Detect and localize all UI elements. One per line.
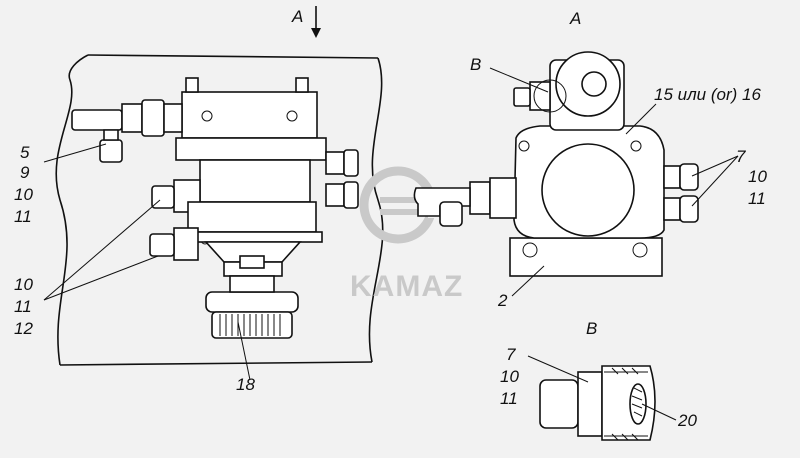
callout-left-upper-10: 10 — [14, 185, 33, 204]
frame-section — [55, 54, 384, 366]
callout-right-side-11: 11 — [748, 189, 766, 208]
callout-right-side-10: 10 — [748, 167, 767, 186]
view-b-marker: B — [470, 55, 481, 74]
callout-right-base-2: 2 — [497, 291, 508, 310]
right-leaders — [489, 67, 739, 297]
callout-left-upper-9: 9 — [20, 163, 30, 182]
left-leaders — [43, 143, 251, 381]
callout-right-top: 15 или (or) 16 — [654, 85, 761, 104]
kamaz-logo-text: KAMAZ — [350, 270, 463, 303]
callout-left-lower-12: 12 — [14, 319, 33, 338]
view-b-title: B — [586, 319, 597, 338]
callout-left-lower-11: 11 — [14, 297, 32, 316]
detail-b — [539, 365, 656, 441]
callout-right-side-7: 7 — [736, 147, 746, 166]
callout-detail-b-10: 10 — [500, 367, 519, 386]
callout-left-lower-10: 10 — [14, 275, 33, 294]
arrow-a-label: A — [291, 7, 303, 26]
callout-left-upper-5: 5 — [20, 143, 30, 162]
callout-left-bottom-18: 18 — [236, 375, 255, 394]
view-a-arrow: A — [291, 6, 321, 38]
callout-detail-b-20: 20 — [677, 411, 697, 430]
valve-assembly-side-view — [149, 77, 359, 339]
callout-detail-b-11: 11 — [500, 389, 518, 408]
view-a-title: A — [569, 9, 581, 28]
callout-detail-b-7: 7 — [506, 345, 516, 364]
callout-left-upper-11: 11 — [14, 207, 32, 226]
tee-fitting — [71, 99, 183, 163]
valve-assembly-view-a — [413, 51, 699, 277]
detail-b-leaders — [527, 355, 677, 421]
